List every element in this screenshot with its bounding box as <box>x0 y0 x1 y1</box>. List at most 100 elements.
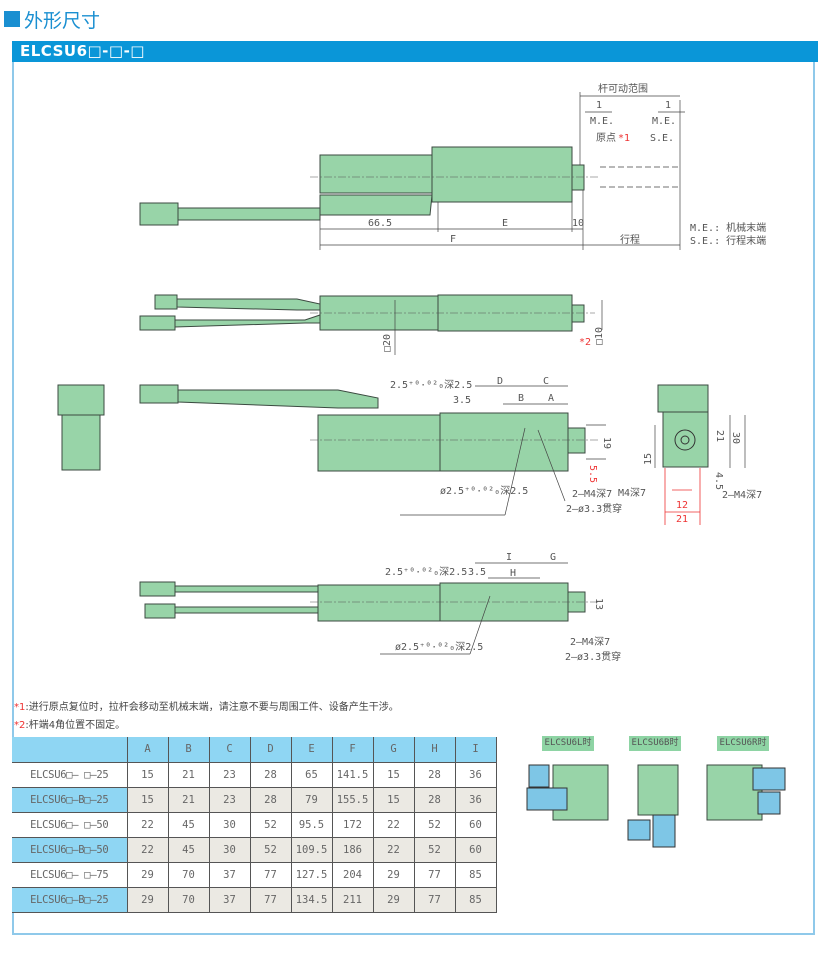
dim-d: D <box>497 376 503 387</box>
value-cell: 77 <box>413 861 456 888</box>
value-cell: 28 <box>413 786 456 813</box>
value-cell: 60 <box>454 836 497 863</box>
dim-g: G <box>550 552 556 563</box>
dim-end-4-5: 4.5 <box>713 472 724 490</box>
column-header-g: G <box>372 737 415 763</box>
column-header-a: A <box>126 737 169 763</box>
value-cell: 211 <box>331 886 374 913</box>
value-cell: 37 <box>208 861 251 888</box>
dim-end-21v: 21 <box>714 430 725 442</box>
note-2-text: :杆端4角位置不固定。 <box>25 720 126 731</box>
column-header-d: D <box>249 737 292 763</box>
note-2-mark: *2 <box>14 720 26 731</box>
value-cell: 85 <box>454 861 497 888</box>
label-phi-hole: ø2.5⁺⁰·⁰²₀深2.5 <box>440 485 528 497</box>
label-me-left: M.E. <box>590 116 614 127</box>
b-connector-small <box>627 819 651 841</box>
value-cell: 29 <box>372 861 415 888</box>
value-cell: 29 <box>126 886 169 913</box>
top-view: 杆可动范围 1 1 M.E. M.E. 原点 *1 S.E. 66.5 E 10… <box>139 82 766 250</box>
value-cell: 79 <box>290 786 333 813</box>
dim-end-30: 30 <box>730 432 741 444</box>
note-1-mark: *1 <box>14 702 26 713</box>
dim-13: 13 <box>593 598 604 610</box>
value-cell: 29 <box>126 861 169 888</box>
dim-66-5: 66.5 <box>368 218 392 229</box>
value-cell: 65 <box>290 761 333 788</box>
value-cell: 21 <box>167 786 210 813</box>
value-cell: 52 <box>413 836 456 863</box>
model-cell: ELCSU6□— □—50 <box>12 811 128 838</box>
title-square-icon <box>4 11 20 27</box>
value-cell: 15 <box>126 761 169 788</box>
variant-end-views <box>526 764 786 848</box>
value-cell: 23 <box>208 761 251 788</box>
value-cell: 22 <box>372 811 415 838</box>
bottom-view: □20 *2 □10 <box>139 294 605 355</box>
l-connector-large <box>526 787 568 811</box>
note-mark-2: *2 <box>579 337 591 348</box>
note-1-text: :进行原点复位时，拉杆会移动至机械末端，请注意不要与周围工件、设备产生干涉。 <box>25 702 399 713</box>
value-cell: 204 <box>331 861 374 888</box>
label-me-right: M.E. <box>652 116 676 127</box>
dim-sq10: □10 <box>594 327 605 345</box>
model-header-bar: ELCSU6□-□-□ <box>12 41 818 62</box>
value-cell: 60 <box>454 811 497 838</box>
dim-end-15: 15 <box>643 453 654 465</box>
legend-me: M.E.: 机械末端 <box>690 221 766 234</box>
value-cell: 22 <box>372 836 415 863</box>
note-mark-1: *1 <box>618 133 630 144</box>
dim-19: 19 <box>601 437 612 449</box>
value-cell: 28 <box>249 786 292 813</box>
column-header-i: I <box>454 737 497 763</box>
variant-label-r: ELCSU6R时 <box>717 736 769 751</box>
label-end-2m4: 2—M4深7 <box>722 489 762 501</box>
r-body <box>706 764 763 821</box>
dim-b: B <box>518 393 524 404</box>
label-m4-b: 2—M4深7 <box>570 636 610 648</box>
value-cell: 77 <box>249 886 292 913</box>
label-origin: 原点 <box>596 132 616 144</box>
label-hole-top-2: 2.5⁺⁰·⁰²₀深2.5 <box>385 566 467 578</box>
label-thru: 2—ø3.3贯穿 <box>566 502 622 515</box>
value-cell: 52 <box>249 811 292 838</box>
dim-stroke: 行程 <box>620 233 640 246</box>
section-title: 外形尺寸 <box>4 6 100 32</box>
dim-a: A <box>548 393 554 404</box>
legend-se: S.E.: 行程末端 <box>690 234 766 247</box>
value-cell: 30 <box>208 836 251 863</box>
side-view-b: 2.5⁺⁰·⁰²₀深2.5 3.5 I G H 13 ø2.5⁺⁰·⁰²₀深2.… <box>139 552 621 663</box>
value-cell: 52 <box>413 811 456 838</box>
dim-end-21h: 21 <box>676 514 688 525</box>
dim-c: C <box>543 376 549 387</box>
label-phi-hole-2: ø2.5⁺⁰·⁰²₀深2.5 <box>395 641 483 653</box>
value-cell: 70 <box>167 861 210 888</box>
value-cell: 172 <box>331 811 374 838</box>
dim-3-5: 3.5 <box>453 395 471 406</box>
dim-1-right: 1 <box>665 100 671 111</box>
column-header-e: E <box>290 737 333 763</box>
label-m4: 2—M4深7 <box>572 488 612 500</box>
variant-label-b: ELCSU6B时 <box>629 736 681 751</box>
value-cell: 141.5 <box>331 761 374 788</box>
variant-label-l: ELCSU6L时 <box>542 736 594 751</box>
label-end-m4: M4深7 <box>618 487 646 499</box>
dim-sq20: □20 <box>382 334 393 352</box>
value-cell: 30 <box>208 811 251 838</box>
note-1: *1:进行原点复位时，拉杆会移动至机械末端，请注意不要与周围工件、设备产生干涉。 <box>14 698 399 713</box>
value-cell: 15 <box>126 786 169 813</box>
dim-end-12: 12 <box>676 500 688 511</box>
value-cell: 21 <box>167 761 210 788</box>
r-connector-large <box>752 767 786 791</box>
value-cell: 85 <box>454 886 497 913</box>
value-cell: 45 <box>167 836 210 863</box>
value-cell: 77 <box>249 861 292 888</box>
label-rod-range: 杆可动范围 <box>598 82 648 95</box>
value-cell: 22 <box>126 836 169 863</box>
value-cell: 77 <box>413 886 456 913</box>
value-cell: 28 <box>413 761 456 788</box>
